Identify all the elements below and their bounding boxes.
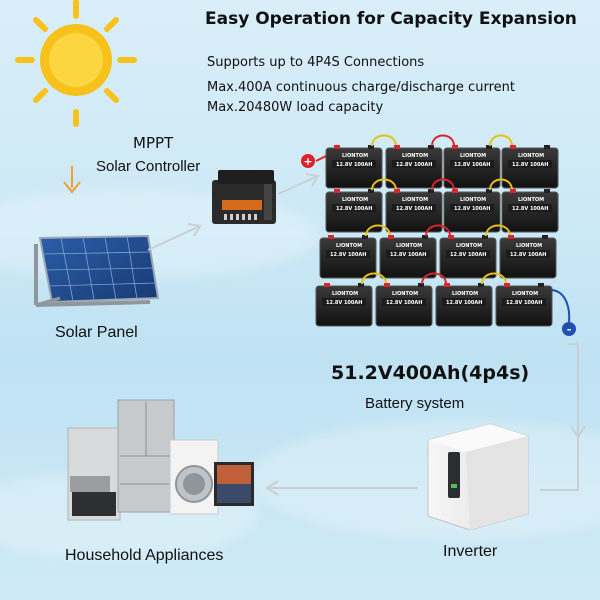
inverter-label: Inverter [443, 543, 498, 560]
battery-model: 12.8V 100AH [396, 206, 432, 212]
battery-model: 12.8V 100AH [446, 300, 482, 306]
battery-model: 12.8V 100AH [512, 162, 548, 168]
series-wire [481, 272, 507, 285]
battery-brand: LIONTOM [460, 153, 486, 159]
positive-lead [315, 155, 327, 162]
series-wire [361, 272, 387, 285]
battery-icon: LIONTOM 12.8V 100AH [439, 235, 497, 279]
series-wire [421, 272, 447, 285]
battery-brand: LIONTOM [518, 197, 544, 203]
spec-load: Max.20480W load capacity [207, 100, 384, 115]
battery-model: 12.8V 100AH [336, 162, 372, 168]
battery-icon: LIONTOM 12.8V 100AH [385, 189, 443, 233]
battery-to-inverter-arrow [540, 343, 586, 491]
battery-model: 12.8V 100AH [330, 252, 366, 258]
battery-brand: LIONTOM [392, 291, 418, 297]
battery-brand: LIONTOM [342, 153, 368, 159]
negative-lead [551, 289, 571, 323]
battery-model: 12.8V 100AH [386, 300, 422, 306]
battery-model: 12.8V 100AH [510, 252, 546, 258]
background-wave [250, 420, 600, 540]
inverter-to-appliances-arrow [265, 480, 418, 496]
battery-brand: LIONTOM [452, 291, 478, 297]
battery-icon: LIONTOM 12.8V 100AH [315, 283, 373, 327]
battery-model: 12.8V 100AH [506, 300, 542, 306]
battery-icon: LIONTOM 12.8V 100AH [325, 145, 383, 189]
controller-icon [212, 170, 276, 224]
battery-spec-label: 51.2V400Ah(4p4s) [331, 362, 530, 384]
battery-icon: LIONTOM 12.8V 100AH [385, 145, 443, 189]
battery-brand: LIONTOM [342, 197, 368, 203]
battery-icon: LIONTOM 12.8V 100AH [325, 189, 383, 233]
battery-icon: LIONTOM 12.8V 100AH [319, 235, 377, 279]
controller-label-line1: MPPT [133, 134, 174, 152]
diagram-title: Easy Operation for Capacity Expansion [205, 9, 577, 29]
battery-brand: LIONTOM [456, 243, 482, 249]
series-wire [485, 224, 511, 237]
positive-symbol: + [303, 155, 312, 168]
positive-terminal-marker: + [301, 154, 315, 168]
battery-brand: LIONTOM [516, 243, 542, 249]
battery-model: 12.8V 100AH [390, 252, 426, 258]
negative-terminal-marker: - [562, 322, 576, 336]
battery-model: 12.8V 100AH [336, 206, 372, 212]
battery-brand: LIONTOM [336, 243, 362, 249]
battery-brand: LIONTOM [512, 291, 538, 297]
series-wire [489, 178, 513, 191]
controller-label-line2: Solar Controller [96, 158, 201, 175]
battery-icon: LIONTOM 12.8V 100AH [443, 189, 501, 233]
series-wire [371, 134, 397, 147]
appliances-label: Household Appliances [65, 547, 224, 564]
solar-panel-icon [34, 234, 160, 307]
series-wire [489, 134, 513, 147]
sun-icon [15, 0, 137, 127]
series-wire [365, 224, 391, 237]
battery-brand: LIONTOM [402, 153, 428, 159]
series-wire [431, 178, 455, 191]
battery-model: 12.8V 100AH [454, 162, 490, 168]
battery-icon: LIONTOM 12.8V 100AH [501, 189, 559, 233]
appliances-icon [67, 399, 254, 521]
battery-brand: LIONTOM [332, 291, 358, 297]
battery-icon: LIONTOM 12.8V 100AH [443, 145, 501, 189]
battery-model: 12.8V 100AH [512, 206, 548, 212]
battery-model: 12.8V 100AH [454, 206, 490, 212]
battery-icon: LIONTOM 12.8V 100AH [495, 283, 553, 327]
battery-icon: LIONTOM 12.8V 100AH [499, 235, 557, 279]
series-wire [431, 134, 455, 147]
series-wire [425, 224, 451, 237]
panel-to-controller-arrow [147, 223, 202, 251]
battery-model: 12.8V 100AH [450, 252, 486, 258]
battery-brand: LIONTOM [460, 197, 486, 203]
series-wire [371, 178, 397, 191]
battery-icon: LIONTOM 12.8V 100AH [375, 283, 433, 327]
battery-model: 12.8V 100AH [326, 300, 362, 306]
spec-connections: Supports up to 4P4S Connections [207, 55, 425, 70]
spec-current: Max.400A continuous charge/discharge cur… [207, 80, 515, 95]
battery-brand: LIONTOM [518, 153, 544, 159]
solar-panel-label: Solar Panel [55, 324, 138, 341]
battery-model: 12.8V 100AH [396, 162, 432, 168]
battery-brand: LIONTOM [402, 197, 428, 203]
inverter-icon [427, 423, 529, 531]
battery-brand: LIONTOM [396, 243, 422, 249]
negative-symbol: - [567, 323, 572, 336]
sun-to-panel-arrow [63, 166, 81, 194]
battery-icon: LIONTOM 12.8V 100AH [501, 145, 559, 189]
battery-system-label: Battery system [365, 395, 465, 412]
controller-to-battery-arrow [277, 173, 320, 195]
battery-icon: LIONTOM 12.8V 100AH [379, 235, 437, 279]
battery-icon: LIONTOM 12.8V 100AH [435, 283, 493, 327]
